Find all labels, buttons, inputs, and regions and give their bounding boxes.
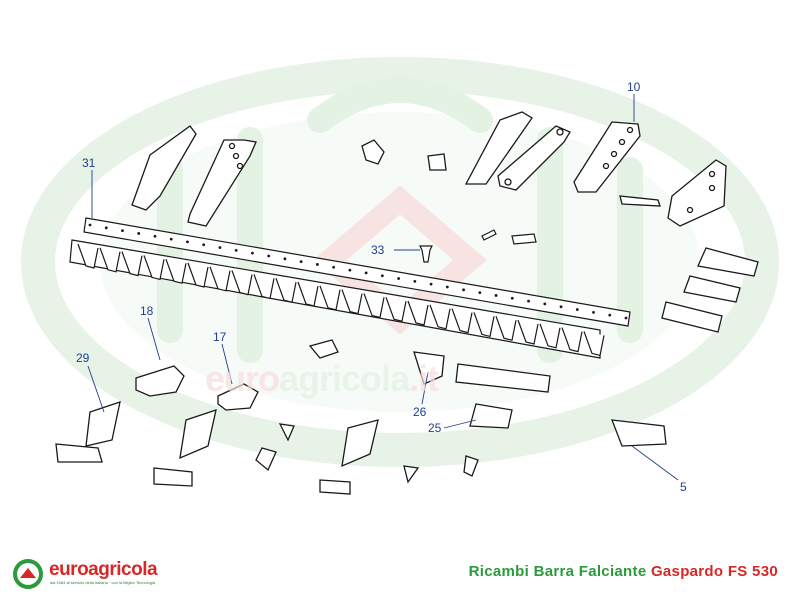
upper-linkages bbox=[131, 111, 727, 227]
bar-hole bbox=[624, 316, 628, 320]
bar-hole bbox=[202, 243, 206, 247]
knife-tooth bbox=[275, 277, 297, 303]
page-title: Ricambi Barra Falciante Gaspardo FS 530 bbox=[469, 563, 778, 580]
bar-hole bbox=[153, 234, 157, 238]
knife-tooth bbox=[187, 262, 209, 288]
callout-25: 25 bbox=[428, 421, 442, 435]
knife-tooth bbox=[77, 243, 99, 269]
callout-10: 10 bbox=[627, 80, 641, 94]
knife-tooth bbox=[583, 331, 605, 357]
knife-tooth bbox=[407, 300, 429, 326]
logo-tagline: dal 1984 al servizio della Italiana · co… bbox=[50, 580, 156, 585]
bar-hole bbox=[397, 277, 401, 280]
callout-17: 17 bbox=[213, 330, 227, 344]
knife-tooth bbox=[451, 308, 473, 334]
knife-tooth bbox=[99, 247, 121, 273]
bar-hole bbox=[121, 229, 124, 233]
bar-hole bbox=[380, 274, 384, 278]
bar-hole bbox=[413, 279, 417, 283]
watermark-text: euroagricola.it bbox=[205, 358, 439, 399]
knife-tooth bbox=[385, 296, 407, 322]
watermark-background bbox=[21, 57, 779, 467]
bar-hole bbox=[186, 240, 189, 244]
bar-hole bbox=[429, 282, 433, 286]
bar-hole bbox=[478, 291, 482, 295]
knife-tooth bbox=[253, 274, 275, 300]
bar-hole bbox=[462, 288, 465, 292]
bar-hole bbox=[510, 296, 514, 300]
knife-tooth bbox=[341, 289, 363, 315]
knife-tooth bbox=[297, 281, 319, 307]
title-green: Ricambi Barra Falciante bbox=[468, 563, 647, 580]
knife-sections bbox=[69, 239, 605, 359]
callout-33: 33 bbox=[371, 243, 385, 257]
bar-hole bbox=[283, 257, 287, 261]
lower-parts bbox=[55, 339, 667, 495]
bar-hole bbox=[364, 271, 368, 275]
knife-tooth bbox=[143, 255, 165, 281]
knife-tooth bbox=[495, 315, 517, 341]
knife-back-bar bbox=[83, 217, 631, 327]
callout-29: 29 bbox=[76, 351, 90, 365]
bar-hole bbox=[592, 310, 595, 314]
bar-hole bbox=[348, 268, 352, 272]
bar-hole bbox=[332, 265, 336, 269]
callout-5: 5 bbox=[680, 480, 687, 494]
bar-hole bbox=[494, 294, 498, 297]
callout-31: 31 bbox=[82, 156, 96, 170]
bar-hole bbox=[137, 232, 141, 235]
knife-tooth bbox=[517, 319, 539, 345]
wear-plates bbox=[661, 247, 759, 333]
bar-hole bbox=[559, 305, 563, 309]
bar-hole bbox=[169, 237, 173, 241]
bar-hole bbox=[543, 302, 547, 306]
knife-tooth bbox=[121, 251, 143, 277]
knife-tooth bbox=[231, 270, 253, 296]
knife-tooth bbox=[473, 312, 495, 338]
callout-18: 18 bbox=[140, 304, 154, 318]
knife-tooth bbox=[209, 266, 231, 292]
euroagricola-logo bbox=[13, 559, 43, 589]
bar-hole bbox=[88, 223, 92, 227]
callout-leaders bbox=[87, 94, 679, 481]
bar-hole bbox=[608, 313, 612, 317]
bar-hole bbox=[104, 226, 108, 230]
bar-hole bbox=[251, 251, 254, 255]
bolts-pins bbox=[419, 229, 537, 263]
knife-tooth bbox=[429, 304, 451, 330]
bar-hole bbox=[445, 285, 449, 289]
bar-hole bbox=[267, 254, 271, 258]
title-red: Gaspardo FS 530 bbox=[650, 563, 778, 580]
logo-name: euroagricola bbox=[49, 559, 158, 580]
bar-hole bbox=[575, 308, 579, 311]
bar-hole bbox=[218, 246, 222, 249]
knife-tooth bbox=[363, 293, 385, 319]
callout-26: 26 bbox=[413, 405, 427, 419]
knife-tooth bbox=[539, 323, 561, 349]
knife-tooth bbox=[319, 285, 341, 311]
bar-hole bbox=[299, 260, 303, 264]
knife-tooth bbox=[165, 258, 187, 284]
bar-hole bbox=[234, 248, 238, 252]
bar-hole bbox=[527, 299, 530, 303]
bar-hole bbox=[315, 263, 319, 266]
knife-tooth bbox=[561, 327, 583, 353]
